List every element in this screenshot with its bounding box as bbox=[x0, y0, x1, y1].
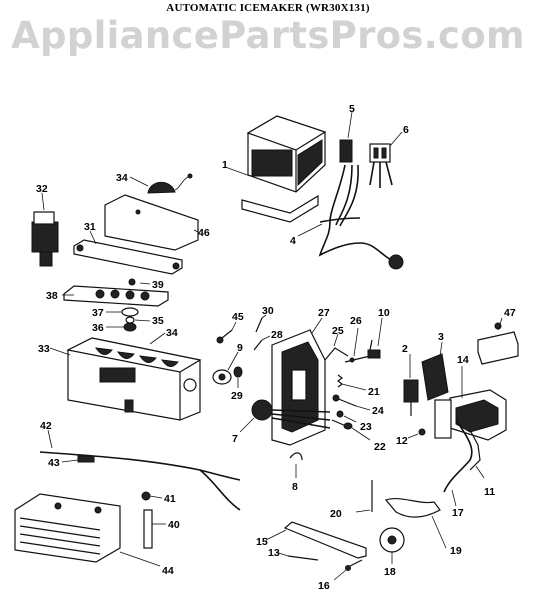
part-33-mold[interactable] bbox=[49, 332, 202, 421]
callout-19: 19 bbox=[450, 545, 462, 557]
callout-14: 14 bbox=[457, 354, 469, 366]
callout-44: 44 bbox=[162, 565, 174, 577]
callout-30: 30 bbox=[262, 305, 274, 317]
part-24-cam[interactable] bbox=[332, 394, 371, 411]
callout-11: 11 bbox=[484, 486, 495, 498]
part-17-bail-arm[interactable] bbox=[443, 419, 473, 507]
part-14-shutoff[interactable] bbox=[449, 366, 507, 441]
part-6-plug[interactable] bbox=[369, 131, 403, 188]
callout-37: 37 bbox=[92, 307, 104, 319]
part-16-screw[interactable] bbox=[333, 559, 363, 581]
callout-23: 23 bbox=[360, 421, 372, 433]
part-20-rod[interactable] bbox=[355, 480, 373, 513]
part-28-spring[interactable] bbox=[253, 335, 271, 351]
diagram-title: AUTOMATIC ICEMAKER (WR30X131) bbox=[166, 2, 370, 14]
callout-47: 47 bbox=[504, 307, 516, 319]
part-34-clip-top[interactable] bbox=[129, 173, 193, 194]
callout-40: 40 bbox=[168, 519, 180, 531]
part-46-shield[interactable] bbox=[104, 194, 199, 251]
callout-39: 39 bbox=[152, 279, 164, 291]
part-35-washer[interactable] bbox=[125, 316, 151, 324]
part-23-screw[interactable] bbox=[336, 410, 357, 423]
part-15-arm[interactable] bbox=[265, 521, 367, 559]
callout-34-bottom: 34 bbox=[166, 327, 178, 339]
callout-34-top: 34 bbox=[116, 172, 128, 184]
part-44-heater[interactable] bbox=[14, 493, 161, 567]
part-26-lever[interactable] bbox=[344, 327, 371, 363]
part-38-ejector[interactable] bbox=[62, 285, 169, 307]
part-30-pin[interactable] bbox=[255, 314, 267, 333]
callout-27: 27 bbox=[318, 307, 330, 319]
callout-31: 31 bbox=[84, 221, 96, 233]
callout-17: 17 bbox=[452, 507, 464, 519]
part-47-bracket[interactable] bbox=[477, 317, 519, 365]
callout-24: 24 bbox=[372, 405, 384, 417]
part-9-bushing[interactable] bbox=[212, 351, 239, 385]
part-2-switch[interactable] bbox=[403, 354, 419, 416]
callout-2: 2 bbox=[402, 343, 408, 355]
part-42-fill-tube[interactable] bbox=[39, 429, 241, 511]
callout-36: 36 bbox=[92, 322, 104, 334]
callout-13: 13 bbox=[268, 547, 280, 559]
callout-45: 45 bbox=[232, 311, 244, 323]
part-7-motor[interactable] bbox=[239, 399, 331, 433]
part-12-screw[interactable] bbox=[407, 428, 426, 439]
callout-35: 35 bbox=[152, 315, 164, 327]
part-41-nut[interactable] bbox=[141, 491, 163, 501]
part-18-gear[interactable] bbox=[379, 527, 405, 564]
part-21-spring[interactable] bbox=[337, 374, 367, 391]
part-5-connector[interactable] bbox=[339, 111, 353, 163]
site-watermark: AppliancePartsPros.com bbox=[11, 14, 525, 57]
callout-6: 6 bbox=[403, 124, 409, 136]
part-29-washer[interactable] bbox=[233, 366, 243, 388]
callout-1: 1 bbox=[222, 159, 228, 171]
callout-43: 43 bbox=[48, 457, 60, 469]
part-43-clamp[interactable] bbox=[61, 455, 95, 463]
callout-16: 16 bbox=[318, 580, 330, 592]
callout-12: 12 bbox=[396, 435, 408, 447]
part-27-control-plate[interactable] bbox=[271, 317, 326, 446]
callout-26: 26 bbox=[350, 315, 362, 327]
callout-3: 3 bbox=[438, 331, 444, 343]
callout-42: 42 bbox=[40, 420, 52, 432]
callout-29: 29 bbox=[231, 390, 243, 402]
callout-25: 25 bbox=[332, 325, 344, 337]
part-31-bracket[interactable] bbox=[73, 230, 183, 275]
callout-38: 38 bbox=[46, 290, 58, 302]
callout-41: 41 bbox=[164, 493, 176, 505]
part-25-arm[interactable] bbox=[324, 333, 349, 361]
part-40-bracket[interactable] bbox=[143, 509, 166, 549]
callout-33: 33 bbox=[38, 343, 50, 355]
callout-20: 20 bbox=[330, 508, 342, 520]
part-37-washer[interactable] bbox=[106, 307, 139, 317]
part-13-pin[interactable] bbox=[275, 551, 319, 561]
callout-46: 46 bbox=[198, 227, 210, 239]
callout-4: 4 bbox=[290, 235, 296, 247]
callout-labels: 1 2 3 4 5 6 7 8 9 10 11 12 13 14 15 16 1… bbox=[36, 103, 516, 592]
callout-15: 15 bbox=[256, 536, 268, 548]
part-10-switch[interactable] bbox=[367, 317, 383, 359]
callout-28: 28 bbox=[271, 329, 283, 341]
part-4-wire-harness[interactable] bbox=[297, 164, 404, 270]
callout-21: 21 bbox=[368, 386, 380, 398]
callout-8: 8 bbox=[292, 481, 298, 493]
callout-5: 5 bbox=[349, 103, 355, 115]
part-8-clip[interactable] bbox=[289, 452, 303, 478]
part-22-shaft[interactable] bbox=[331, 419, 371, 441]
part-45-screw[interactable] bbox=[216, 321, 237, 344]
part-1-housing-cover[interactable] bbox=[227, 115, 327, 223]
part-36-washer[interactable] bbox=[106, 322, 137, 332]
part-19-cam[interactable] bbox=[384, 498, 447, 549]
callout-22: 22 bbox=[374, 441, 386, 453]
callout-7: 7 bbox=[232, 433, 238, 445]
callout-32: 32 bbox=[36, 183, 48, 195]
part-11-bracket[interactable] bbox=[434, 399, 485, 479]
callout-9: 9 bbox=[237, 342, 243, 354]
part-32-valve[interactable] bbox=[31, 192, 59, 267]
callout-18: 18 bbox=[384, 566, 396, 578]
callout-10: 10 bbox=[378, 307, 390, 319]
part-39-screw[interactable] bbox=[128, 278, 151, 286]
part-3-board[interactable] bbox=[421, 341, 449, 401]
